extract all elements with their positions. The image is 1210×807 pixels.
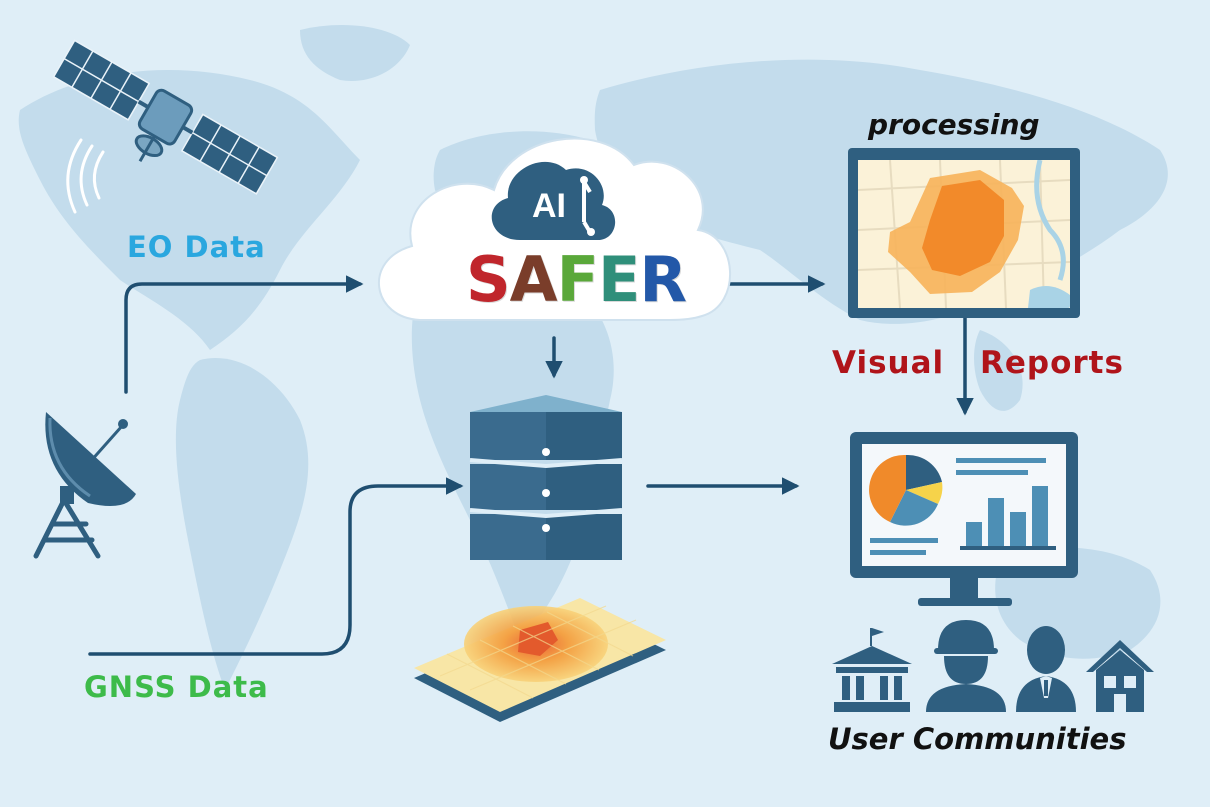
logo-letter-f: F — [556, 243, 599, 316]
gnss-data-label: GNSS Data — [84, 670, 269, 704]
worker-icon — [926, 620, 1006, 712]
signal-waves-icon — [66, 138, 105, 214]
dashboard-monitor-icon — [850, 432, 1078, 606]
processing-label: processing — [868, 108, 1040, 141]
cloud-icon — [377, 137, 732, 321]
house-icon — [1086, 640, 1154, 712]
pie-chart-icon — [869, 454, 943, 526]
heatmap-tile-icon — [414, 598, 666, 722]
eo-to-cloud-arrow — [124, 275, 364, 394]
ground-antenna-icon — [33, 412, 137, 559]
server-icon — [469, 395, 623, 560]
safer-logo: SAFER — [466, 243, 687, 316]
eo-data-label: EO Data — [127, 230, 266, 264]
businessman-icon — [1016, 626, 1076, 712]
visual-label: Visual — [832, 345, 945, 381]
logo-letter-a: A — [509, 243, 558, 316]
logo-letter-e: E — [598, 243, 640, 316]
logo-letter-s: S — [466, 243, 511, 316]
user-communities-label: User Communities — [828, 722, 1127, 756]
ai-label: AI — [532, 187, 566, 225]
government-building-icon — [832, 628, 912, 712]
logo-letter-r: R — [639, 243, 687, 316]
map-screen-icon — [848, 148, 1080, 318]
reports-label: Reports — [980, 345, 1124, 381]
satellite-icon — [52, 39, 279, 195]
gnss-to-server-arrow — [88, 477, 464, 656]
bar-chart-icon — [960, 486, 1056, 550]
connector-arrows — [88, 275, 974, 656]
